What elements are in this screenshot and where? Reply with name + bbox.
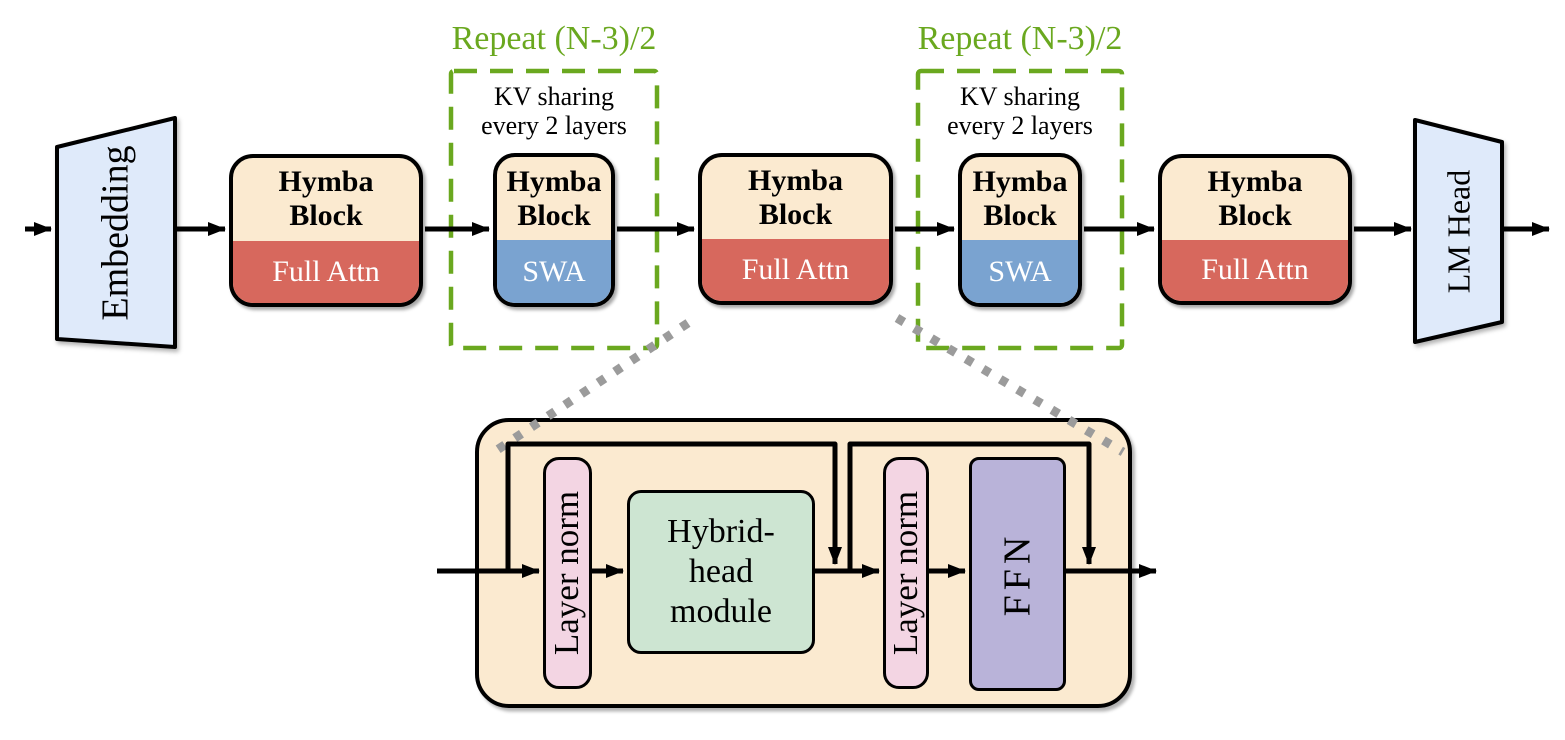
hymba-block-2-title: Hymba Block — [506, 164, 602, 232]
lm-head-trapezoid — [1413, 118, 1504, 344]
hymba-block-5: Hymba Block Full Attn — [1158, 154, 1352, 305]
lm-head-label: LM Head — [1440, 169, 1477, 293]
layer-norm-2-box: Layer norm — [883, 457, 929, 689]
hymba-block-5-top: Hymba Block — [1162, 158, 1348, 240]
kv-sharing-note-2: KV sharing every 2 layers — [947, 82, 1093, 141]
hybrid-head-module-label: Hybrid- head module — [667, 512, 775, 631]
hymba-block-4-tag: SWA — [962, 240, 1078, 303]
embedding-label: Embedding — [95, 144, 138, 321]
repeat-label-1: Repeat (N-3)/2 — [451, 20, 657, 57]
hybrid-head-module-box: Hybrid- head module — [627, 490, 815, 654]
hymba-block-4-title: Hymba Block — [972, 164, 1068, 232]
skip-connection-1 — [505, 441, 842, 571]
layer-norm-1-label: Layer norm — [547, 490, 587, 656]
hymba-block-2-tag: SWA — [497, 240, 611, 303]
embedding-shape: Embedding — [57, 118, 175, 347]
hymba-block-4: Hymba Block SWA — [958, 153, 1082, 307]
hymba-block-3: Hymba Block Full Attn — [698, 153, 893, 305]
lm-head-shape: LM Head — [1415, 120, 1502, 342]
layer-norm-2-label: Layer norm — [886, 490, 926, 656]
repeat-group-box-2 — [915, 68, 1125, 351]
repeat-label-2: Repeat (N-3)/2 — [917, 20, 1123, 57]
hymba-block-2: Hymba Block SWA — [493, 153, 615, 307]
repeat-group-box-1 — [448, 68, 660, 351]
hymba-block-4-top: Hymba Block — [962, 157, 1078, 240]
kv-sharing-note-1: KV sharing every 2 layers — [481, 82, 627, 141]
hymba-block-3-tag: Full Attn — [702, 239, 889, 301]
hymba-block-5-tag: Full Attn — [1162, 239, 1348, 301]
ffn-box: FFN — [969, 457, 1066, 691]
hymba-block-3-top: Hymba Block — [702, 157, 889, 239]
hymba-block-1-top: Hymba Block — [233, 158, 419, 241]
ffn-label: FFN — [996, 531, 1039, 617]
hymba-block-1-title: Hymba Block — [278, 165, 374, 233]
hymba-block-3-title: Hymba Block — [747, 164, 843, 232]
embedding-trapezoid — [55, 116, 177, 349]
zoom-connector-left — [494, 319, 691, 454]
hymba-block-5-title: Hymba Block — [1207, 164, 1303, 232]
layer-norm-1-box: Layer norm — [543, 457, 592, 689]
hymba-block-2-top: Hymba Block — [497, 157, 611, 240]
zoom-connector-right — [894, 314, 1126, 456]
skip-connection-2 — [847, 441, 1096, 571]
hymba-block-1: Hymba Block Full Attn — [229, 154, 423, 307]
hymba-block-1-tag: Full Attn — [233, 240, 419, 303]
